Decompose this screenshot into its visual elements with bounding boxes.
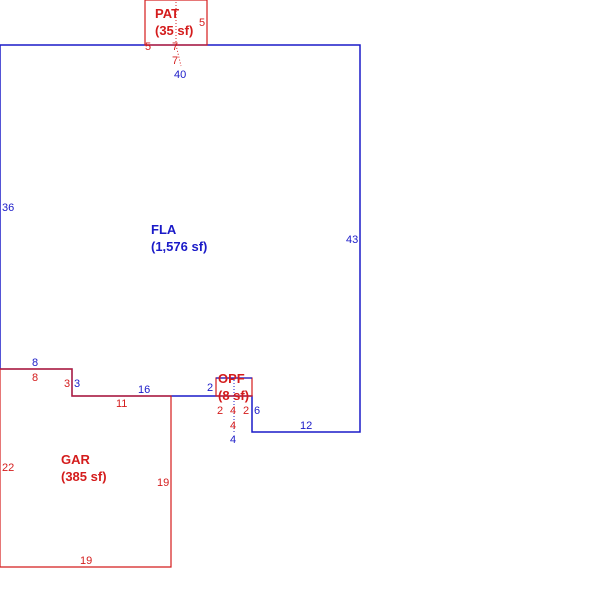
dim-pat-right: 5 xyxy=(199,17,205,29)
opf-area: (8 sf) xyxy=(218,388,249,403)
pat-dotted-connector xyxy=(175,44,182,67)
dim-fla-bottom-right: 12 xyxy=(300,420,312,432)
fla-area: (1,576 sf) xyxy=(151,239,207,254)
dim-opf-mid-1: 4 xyxy=(230,405,236,417)
dim-fla-left: 36 xyxy=(2,202,14,214)
dim-opf-right: 2 xyxy=(243,405,249,417)
gar-name: GAR xyxy=(61,452,91,467)
dim-gar-top: 8 xyxy=(32,372,38,384)
dim-pat-left: 5 xyxy=(145,41,151,53)
dim-pat-mid-2: 7 xyxy=(172,55,178,67)
pat-area: (35 sf) xyxy=(155,23,193,38)
dim-gar-right: 19 xyxy=(157,477,169,489)
gar-outline xyxy=(0,368,172,568)
dim-opf-left: 2 xyxy=(217,405,223,417)
dim-fla-notch: 6 xyxy=(254,405,260,417)
dim-gar-left: 22 xyxy=(2,462,14,474)
dim-opf-mid-2: 4 xyxy=(230,420,236,432)
dim-fla-bottom-mid: 16 xyxy=(138,384,150,396)
dim-fla-opf-low: 4 xyxy=(230,434,236,446)
pat-name: PAT xyxy=(155,6,179,21)
dim-gar-step: 3 xyxy=(64,378,70,390)
dim-fla-step-side: 3 xyxy=(74,378,80,390)
dim-gar-top-2: 11 xyxy=(116,398,127,410)
gar-area: (385 sf) xyxy=(61,469,107,484)
fla-name: FLA xyxy=(151,222,177,237)
dim-gar-bottom: 19 xyxy=(80,555,92,567)
dim-fla-right: 43 xyxy=(346,234,358,246)
opf-name: OPF xyxy=(218,371,245,386)
dim-pat-mid-1: 7 xyxy=(172,41,178,53)
dim-fla-opf-side: 2 xyxy=(207,382,213,394)
dim-fla-step-top: 8 xyxy=(32,357,38,369)
dim-fla-top: 40 xyxy=(174,69,186,81)
